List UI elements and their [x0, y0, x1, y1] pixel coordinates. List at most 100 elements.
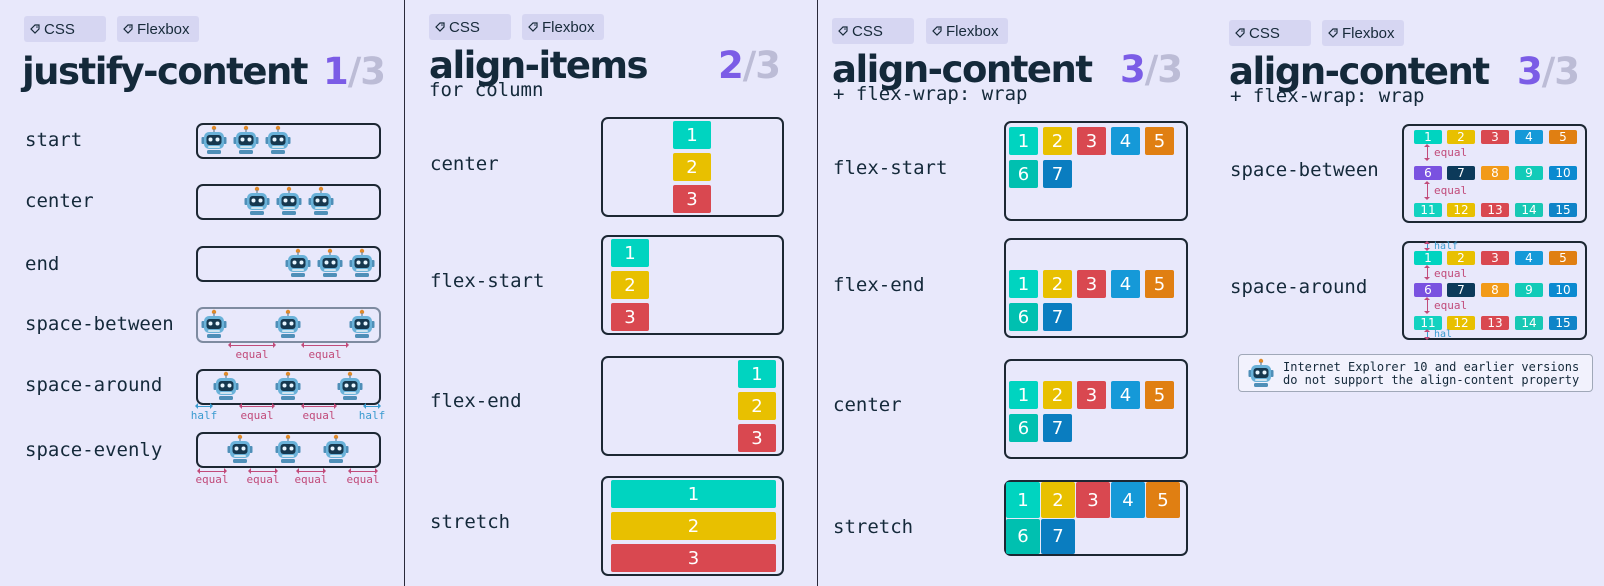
flex-item: 11 — [1414, 316, 1442, 330]
flex-item: 1 — [1009, 381, 1038, 409]
robot-icon — [322, 434, 350, 464]
robot-icon — [274, 371, 302, 401]
flex-item: 7 — [1043, 414, 1072, 442]
tag-icon — [30, 24, 40, 34]
panel-align-content-2: CSS Flexbox align-content + flex-wrap: w… — [1211, 0, 1604, 586]
tag-flexbox-label: Flexbox — [946, 22, 999, 40]
tag-css[interactable]: CSS — [832, 18, 914, 44]
gap-label: equal — [246, 473, 280, 486]
flex-item: 1 — [738, 360, 776, 388]
flex-item: 1 — [1009, 270, 1038, 298]
gap-label: equal — [195, 473, 229, 486]
flex-item: 4 — [1515, 130, 1543, 144]
note-line-1: Internet Explorer 10 and earlier version… — [1283, 360, 1580, 374]
step-total: /3 — [742, 44, 781, 87]
flex-item: 6 — [1006, 519, 1040, 554]
gap-label: equal — [1434, 299, 1468, 312]
tag-icon — [1328, 28, 1338, 38]
flex-item: 14 — [1515, 316, 1543, 330]
page-subtitle: for column — [429, 79, 544, 101]
robot-icon — [200, 309, 228, 339]
flex-item: 9 — [1515, 166, 1543, 180]
gap-label: equal — [308, 348, 342, 361]
flex-item: 4 — [1515, 251, 1543, 265]
step-counter: 3/3 — [1120, 51, 1183, 88]
demo-box-flex-start — [601, 235, 784, 335]
tag-css-label: CSS — [449, 18, 480, 36]
demo-box-center — [1004, 359, 1188, 459]
flex-item: 12 — [1447, 203, 1475, 217]
row-label: space-around — [25, 374, 163, 396]
page-title: align-items — [429, 44, 649, 87]
robot-icon — [348, 309, 376, 339]
flex-item: 2 — [1041, 482, 1075, 518]
tag-flexbox[interactable]: Flexbox — [1322, 20, 1404, 46]
gap-label: equal — [1434, 184, 1468, 197]
panel-justify-content: CSS Flexbox justify-content 1/3 start ce… — [0, 0, 404, 586]
flex-item: 3 — [673, 185, 711, 213]
flex-item: 2 — [1043, 270, 1072, 298]
flex-item: 12 — [1447, 316, 1475, 330]
gap-label: equal — [240, 409, 274, 422]
row-label: center — [833, 394, 902, 416]
tag-flexbox[interactable]: Flexbox — [117, 16, 199, 42]
robot-icon — [212, 371, 240, 401]
demo-box-space-around — [196, 369, 381, 405]
gap-arrow — [296, 468, 326, 474]
flex-item: 5 — [1145, 381, 1174, 409]
tag-icon — [435, 22, 445, 32]
tag-css-label: CSS — [44, 20, 75, 38]
tag-flexbox[interactable]: Flexbox — [926, 18, 1008, 44]
compatibility-note — [1238, 354, 1593, 392]
demo-box-space-around — [1402, 241, 1587, 340]
tag-flexbox-label: Flexbox — [1342, 24, 1395, 42]
divider-2 — [817, 0, 818, 586]
tag-css[interactable]: CSS — [1229, 20, 1311, 46]
flex-item: 8 — [1481, 283, 1509, 297]
flex-item: 2 — [738, 392, 776, 420]
row-label: stretch — [833, 516, 914, 538]
flex-item: 9 — [1515, 283, 1543, 297]
gap-label: equal — [346, 473, 380, 486]
flex-item: 2 — [673, 153, 711, 181]
gap-arrow — [1424, 181, 1430, 200]
demo-box-space-evenly — [196, 432, 381, 468]
demo-box-end — [196, 246, 381, 282]
robot-icon — [200, 125, 228, 155]
tag-flexbox-label: Flexbox — [542, 18, 595, 36]
row-label: space-around — [1230, 276, 1368, 298]
step-counter: 1/3 — [323, 50, 386, 93]
robot-icon — [348, 248, 376, 278]
row-label: center — [430, 153, 499, 175]
step-total: /3 — [347, 50, 386, 93]
demo-box-flex-end — [601, 356, 784, 456]
step-current: 2 — [718, 44, 744, 87]
flex-item: 6 — [1414, 166, 1442, 180]
flex-item: 6 — [1009, 160, 1038, 188]
demo-box-flex-start — [1004, 121, 1188, 221]
flex-item: 2 — [1043, 381, 1072, 409]
gap-label: hal — [1434, 329, 1453, 340]
row-label: space-between — [1230, 159, 1379, 181]
tag-flexbox[interactable]: Flexbox — [522, 14, 604, 40]
tag-css[interactable]: CSS — [429, 14, 511, 40]
robot-icon — [226, 434, 254, 464]
gap-label: equal — [302, 409, 336, 422]
flex-item: 15 — [1549, 203, 1577, 217]
flex-item: 7 — [1041, 519, 1075, 554]
divider-1 — [404, 0, 405, 586]
note-line-2: do not support the align-content propert… — [1283, 373, 1580, 387]
flex-item: 2 — [611, 271, 649, 299]
robot-icon — [1247, 358, 1275, 388]
robot-icon — [232, 125, 260, 155]
flex-item: 5 — [1145, 270, 1174, 298]
page-title: align-content — [832, 48, 1093, 91]
step-total: /3 — [1541, 50, 1580, 93]
flex-item: 5 — [1549, 130, 1577, 144]
row-label: flex-start — [833, 157, 948, 179]
row-label: center — [25, 190, 94, 212]
flex-item: 14 — [1515, 203, 1543, 217]
flex-item: 3 — [611, 544, 776, 572]
tag-css[interactable]: CSS — [24, 16, 106, 42]
flex-item: 1 — [673, 121, 711, 149]
